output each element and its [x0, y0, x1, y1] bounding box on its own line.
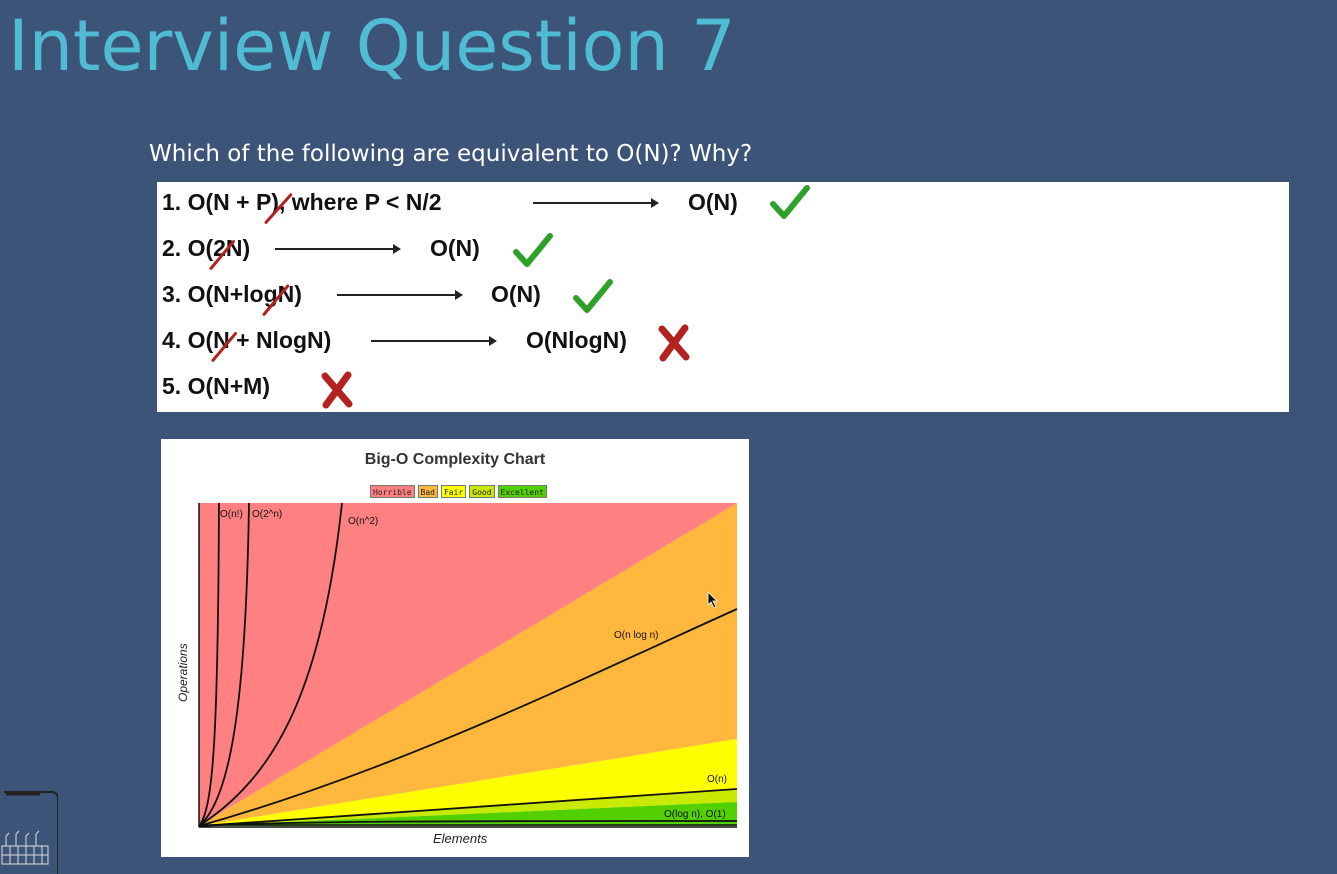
answer-row-2: 2. O(2N) O(N): [157, 228, 1289, 274]
answer-panel: 1. O(N + P), where P < N/2 O(N) 2. O(2N)…: [157, 182, 1289, 412]
arrow-icon: [275, 244, 401, 254]
chart-legend: Horrible Bad Fair Good Excellent: [370, 485, 547, 498]
answer-result: O(N): [688, 189, 738, 215]
chart-plot: O(n!) O(2^n) O(n^2) O(n log n) O(n) O(lo…: [198, 502, 738, 828]
checkmark-icon: [573, 279, 613, 313]
answer-expr: 4. O(N + NlogN): [162, 327, 332, 353]
answer-expr: 2. O(2N): [162, 235, 251, 261]
label-nlogn: O(n log n): [614, 630, 658, 641]
curve-log: [198, 820, 738, 827]
answer-result: O(N): [430, 235, 480, 261]
cross-icon: [321, 371, 353, 409]
region-bad: [199, 503, 737, 826]
answer-expr: 1. O(N + P), where P < N/2: [162, 189, 442, 215]
big-o-chart: Big-O Complexity Chart Horrible Bad Fair…: [161, 439, 749, 857]
answer-row-3: 3. O(N+logN) O(N): [157, 274, 1289, 320]
question-text: Which of the following are equivalent to…: [149, 141, 753, 167]
arrow-icon: [533, 198, 659, 208]
checkmark-icon: [770, 185, 810, 219]
curve-linear: [198, 788, 738, 827]
label-quadratic: O(n^2): [348, 516, 378, 527]
answer-result: O(N): [491, 281, 541, 307]
chart-title: Big-O Complexity Chart: [364, 451, 546, 468]
curve-quadratic: [198, 502, 343, 827]
mouse-cursor-icon: [707, 591, 718, 609]
legend-horrible: Horrible: [370, 485, 415, 498]
legend-excellent: Excellent: [497, 485, 547, 498]
checkmark-icon: [513, 233, 553, 267]
legend-bad: Bad: [417, 485, 438, 498]
region-fair: [199, 739, 737, 826]
answer-row-4: 4. O(N + NlogN) O(NlogN): [157, 320, 1289, 366]
factory-logo-icon: [1, 791, 58, 874]
cross-icon: [658, 324, 690, 362]
curve-nlogn: [198, 608, 738, 827]
legend-good: Good: [469, 485, 495, 498]
region-excellent: [199, 802, 737, 826]
slide-title: Interview Question 7: [8, 5, 736, 87]
answer-row-5: 5. O(N+M): [157, 366, 1289, 412]
label-log-constant: O(log n), O(1): [664, 809, 726, 820]
x-axis-label: Elements: [433, 831, 488, 846]
y-axis-label: Operations: [176, 643, 190, 702]
answer-result: O(NlogN): [526, 327, 627, 353]
legend-fair: Fair: [440, 485, 467, 498]
label-linear: O(n): [707, 774, 727, 785]
answer-expr: 5. O(N+M): [162, 373, 270, 399]
curve-factorial: [198, 502, 220, 827]
label-exponential: O(2^n): [252, 509, 282, 520]
curve-exponential: [198, 502, 250, 827]
arrow-icon: [337, 290, 463, 300]
arrow-icon: [371, 336, 497, 346]
answer-row-1: 1. O(N + P), where P < N/2 O(N): [157, 182, 1289, 228]
label-factorial: O(n!): [220, 509, 243, 520]
